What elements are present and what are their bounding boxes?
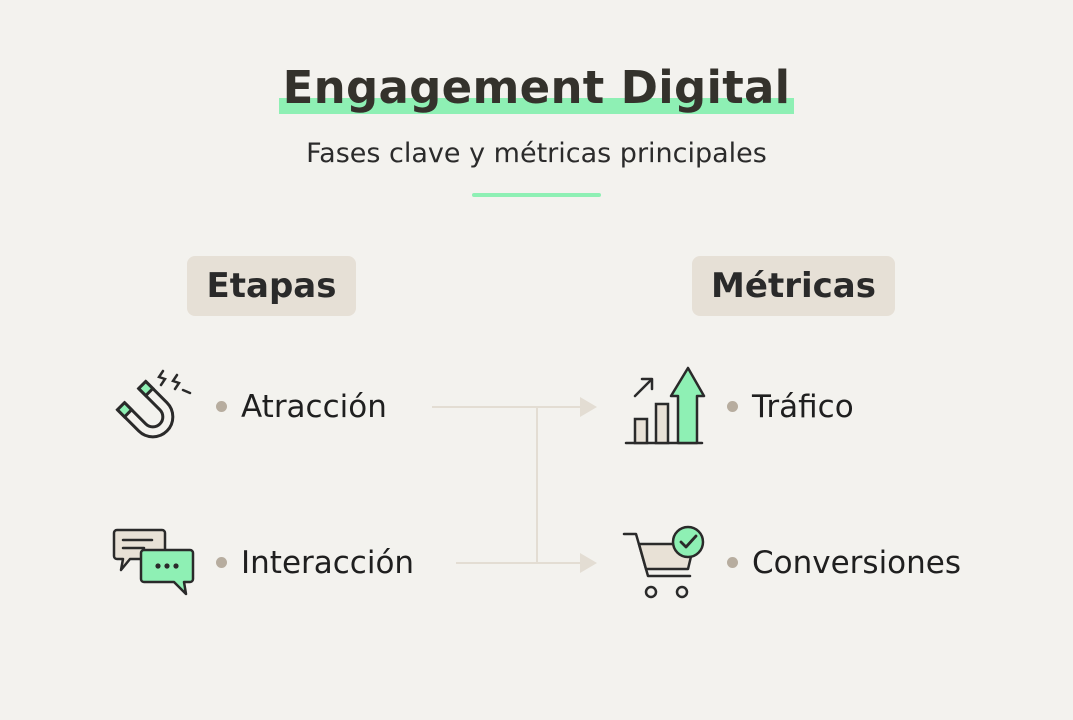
metric-bullet [727, 557, 738, 568]
title-divider [472, 193, 601, 197]
arrowhead-conversiones [580, 553, 597, 573]
stage-interaccion-label: Interacción [241, 545, 415, 581]
bar-chart-growth-icon [624, 366, 706, 445]
chat-bubbles-icon [112, 528, 195, 596]
arrowhead-trafico [580, 397, 597, 417]
stage-bullet [216, 557, 227, 568]
stage-atraccion-label: Atracción [241, 389, 387, 425]
page-title: Engagement Digital [278, 56, 795, 120]
stage-bullet [216, 401, 227, 412]
stages-column-label: Etapas [187, 256, 356, 316]
metrics-column-label: Métricas [692, 256, 895, 316]
page-subtitle: Fases clave y métricas principales [306, 138, 767, 169]
metric-trafico-label: Tráfico [752, 389, 854, 425]
metric-bullet [727, 401, 738, 412]
title-block: Engagement Digital [0, 56, 1073, 120]
page-title-text: Engagement Digital [282, 61, 791, 114]
metric-conversiones-label: Conversiones [752, 545, 962, 581]
shopping-cart-check-icon [622, 525, 705, 599]
magnet-icon [115, 369, 192, 439]
